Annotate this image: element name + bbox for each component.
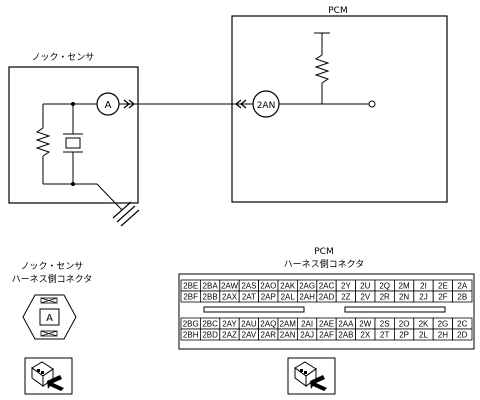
pin-label: 2AA (338, 320, 354, 329)
pin-label: 2V (360, 293, 370, 302)
probe-connector-icon (24, 357, 73, 395)
pin-label: 2AL (281, 293, 296, 302)
pin-label: 2BA (203, 282, 219, 291)
pin-label: 2AC (319, 282, 335, 291)
pin-label: 2P (399, 331, 409, 340)
sensor-connector-title-1: ノック・センサ (21, 261, 84, 272)
pin-label: 2D (457, 331, 467, 340)
pin-label: 2Q (379, 282, 390, 291)
pin-label: 2R (380, 293, 390, 302)
pin-label: 2BF (183, 293, 198, 302)
pcm-connector-title-2: ハーネス側コネクタ (284, 258, 365, 270)
pin-label: 2K (419, 320, 429, 329)
probe-connector-icon (287, 357, 336, 395)
connector-key-bar (203, 306, 305, 313)
pin-label: 2S (380, 320, 390, 329)
pin-label: 2T (380, 331, 389, 340)
pcm-box (231, 15, 448, 203)
pin-label: 2BB (203, 293, 218, 302)
pin-label: 2N (399, 293, 409, 302)
pin-label: 2AS (241, 282, 256, 291)
pin-label: 2AY (222, 320, 237, 329)
sensor-connector-pin-a: A (46, 313, 53, 324)
pin-label: 2AH (299, 293, 315, 302)
pin-label: 2J (419, 293, 427, 302)
pin-label: 2H (438, 331, 448, 340)
pin-label: 2AR (261, 331, 277, 340)
pin-label: 2I (420, 282, 427, 291)
pin-cell (452, 328, 473, 341)
pin-label: 2G (438, 320, 449, 329)
pin-label: 2AG (299, 282, 315, 291)
pcm-connector-title-1: PCM (314, 247, 333, 257)
pin-label: 2Z (341, 293, 350, 302)
pin-label: 2AI (301, 320, 313, 329)
connector-key-bar (344, 306, 446, 313)
pin-label: 2AK (280, 282, 296, 291)
junction-dot (71, 182, 75, 186)
pin-label: 2BH (183, 331, 199, 340)
pin-label: 2A (457, 282, 467, 291)
pin-label: 2X (360, 331, 370, 340)
pin-cell (452, 290, 473, 303)
terminal-a-label: A (105, 100, 112, 111)
pin-label: 2BD (202, 331, 218, 340)
pin-label: 2Y (341, 282, 351, 291)
sensor-connector-title-2: ハーネス側コネクタ (12, 273, 93, 285)
pin-label: 2AO (260, 282, 276, 291)
pin-label: 2AQ (260, 320, 276, 329)
pin-label: 2O (399, 320, 410, 329)
pin-label: 2AE (319, 320, 334, 329)
pin-label: 2AP (261, 293, 276, 302)
pin-label: 2AZ (222, 331, 237, 340)
pin-label: 2B (457, 293, 467, 302)
knock-sensor-box-title: ノック・センサ (32, 52, 95, 63)
pin-label: 2AD (319, 293, 335, 302)
pin-label: 2AV (242, 331, 257, 340)
pin-label: 2BG (183, 320, 199, 329)
pin-label: 2AU (241, 320, 257, 329)
pin-label: 2AF (319, 331, 334, 340)
pin-label: 2L (419, 331, 428, 340)
pcm-box-title: PCM (328, 6, 347, 16)
pin-label: 2BE (183, 282, 198, 291)
knock-sensor-box (8, 66, 139, 204)
pin-label: 2AN (280, 331, 296, 340)
pin-label: 2E (438, 282, 448, 291)
connector-chevron-icon (235, 99, 247, 109)
pin-label: 2AW (221, 282, 238, 291)
pin-label: 2AJ (300, 331, 314, 340)
pin-label: 2F (438, 293, 447, 302)
pin-label: 2U (360, 282, 370, 291)
junction-dot (71, 102, 75, 106)
pin-label: 2W (359, 320, 371, 329)
pin-label: 2C (457, 320, 467, 329)
pin-label: 2AM (279, 320, 296, 329)
connector-chevron-icon (123, 99, 135, 109)
knock-sensor-element (35, 103, 123, 211)
terminal-2an-label: 2AN (257, 101, 276, 111)
pin-label: 2AB (338, 331, 353, 340)
pcm-output-terminal (368, 100, 376, 108)
pin-label: 2M (399, 282, 410, 291)
pcm-pullup-resistor (279, 32, 369, 105)
pin-label: 2AT (242, 293, 256, 302)
pin-label: 2AX (222, 293, 238, 302)
pin-label: 2BC (202, 320, 218, 329)
knock-sensor-connector: A (22, 294, 77, 340)
ground-icon (112, 201, 140, 227)
